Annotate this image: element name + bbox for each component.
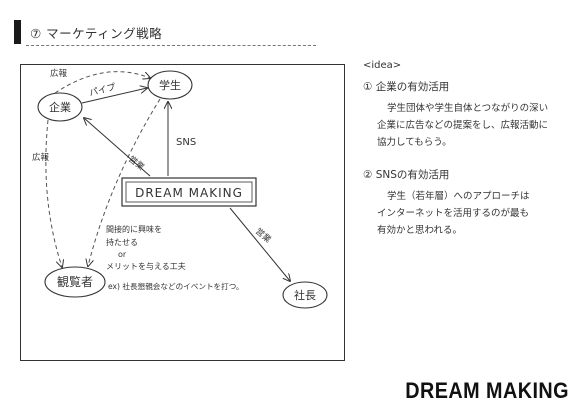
note-2-line: インターネットを活用するのが最も [377,208,530,219]
pipe-arrow [81,88,147,104]
student-to-visitor-arrow [88,98,161,266]
annotation-line-2: 持たせる [106,237,138,247]
sns-label: SNS [176,137,196,148]
president-node [282,281,328,309]
note-2-line: 学生（若年層）へのアプローチは [387,191,530,202]
note-2-heading: ② SNSの有効活用 [363,169,450,181]
note-2-line: 有効かと思われる。 [377,225,463,236]
notes-panel: <idea> ① 企業の有効活用 学生団体や学生自体とつながりの深い 企業に広告… [363,60,573,239]
sales-right-label: 営業 [253,226,273,246]
title-marker-bar [14,20,21,44]
sales-left-arrow [84,118,151,177]
annotation-line-1: 間接的に興味を [106,224,162,234]
visitor-label: 観覧者 [57,275,93,289]
brand-logo: DREAM MAKING [405,378,569,403]
title-underline [26,45,316,46]
note-1-line: 学生団体や学生自体とつながりの深い [387,103,549,114]
idea-heading: <idea> [363,60,402,71]
note-1-heading: ① 企業の有効活用 [363,81,450,93]
page-title: ⑦ マーケティング戦略 [30,26,163,41]
visitor-node [44,266,106,298]
pr-top-label: 広報 [50,68,68,79]
student-node [147,70,193,100]
note-2-body: 学生（若年層）へのアプローチは インターネットを活用するのが最も 有効かと思われ… [363,188,573,239]
diagram-frame [20,64,345,361]
annotation-line-4: メリットを与える工夫 [106,261,186,271]
president-label: 社長 [294,288,316,302]
note-1-line: 協力してもらう。 [377,137,452,148]
note-1-body: 学生団体や学生自体とつながりの深い 企業に広告などの提案をし、広報活動に 協力し… [363,100,573,151]
company-node [37,92,83,122]
company-label: 企業 [49,100,71,114]
annotation-line-5: ex) 社長懇親会などのイベントを打つ。 [108,281,244,291]
pr-left-arrow [45,119,62,267]
sales-right-arrow [229,207,290,281]
note-1-line: 企業に広告などの提案をし、広報活動に [377,120,549,131]
center-box-label: DREAM MAKING [135,186,243,200]
student-label: 学生 [159,78,181,92]
pr-left-label: 広報 [32,152,50,163]
center-box [121,177,257,207]
annotation-line-3: or [118,250,127,259]
